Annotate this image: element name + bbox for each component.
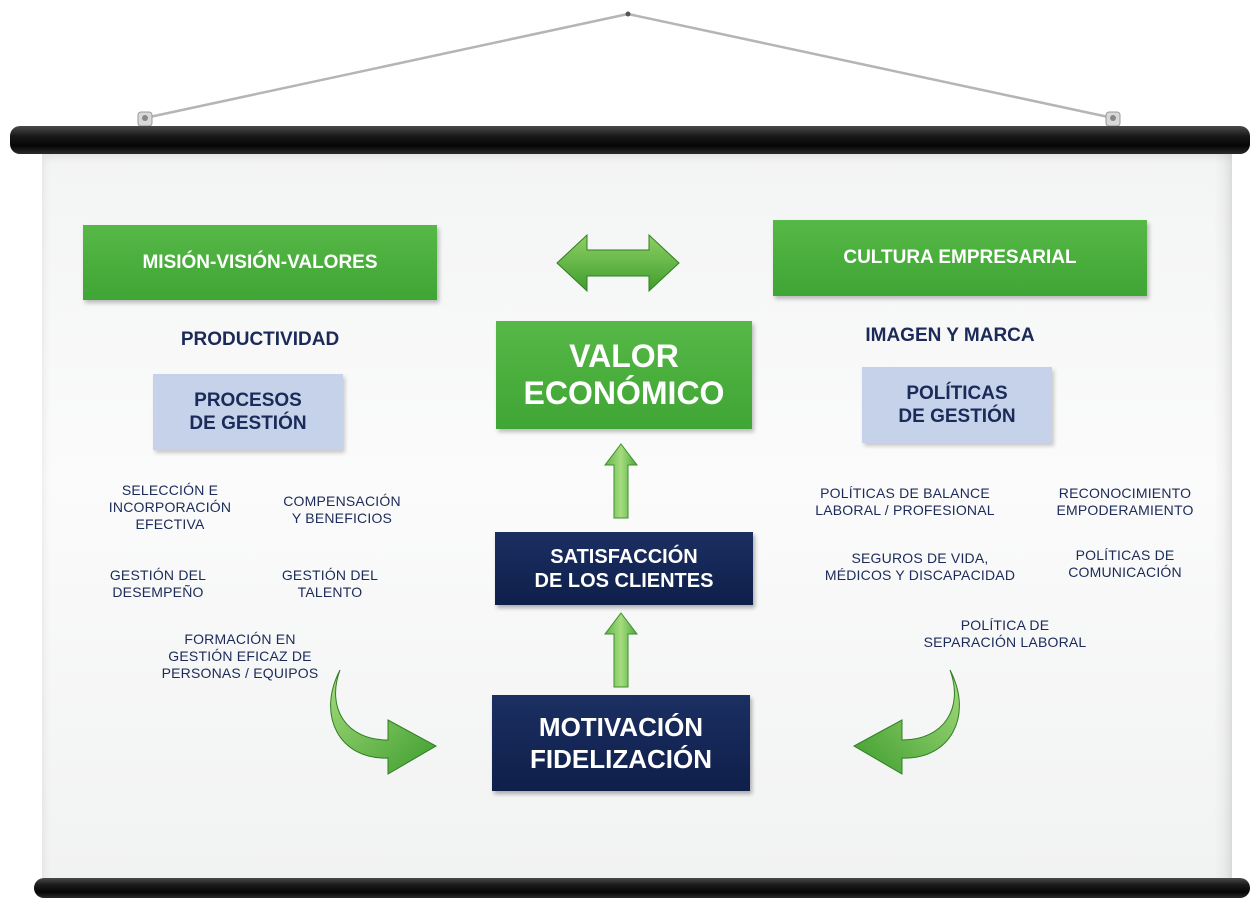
- curved-arrow-icon: [852, 669, 960, 775]
- satisfaccion-clientes-box: SATISFACCIÓN DE LOS CLIENTES: [495, 532, 753, 605]
- up-arrow-icon: [604, 443, 638, 519]
- mision-vision-valores-label: MISIÓN-VISIÓN-VALORES: [142, 251, 378, 273]
- motivacion-fidelizacion-box: MOTIVACIÓN FIDELIZACIÓN: [492, 695, 750, 791]
- satisfaccion-clientes-label: SATISFACCIÓN DE LOS CLIENTES: [534, 545, 714, 592]
- up-arrow-icon: [604, 612, 638, 688]
- curved-arrow-icon: [330, 669, 438, 775]
- left-item-compensacion: COMPENSACIÓN Y BENEFICIOS: [283, 493, 401, 526]
- politicas-de-gestion-label: POLÍTICAS DE GESTIÓN: [898, 383, 1016, 427]
- right-item-balance: POLÍTICAS DE BALANCE LABORAL / PROFESION…: [815, 485, 995, 518]
- mision-vision-valores-box: MISIÓN-VISIÓN-VALORES: [83, 225, 437, 300]
- cultura-empresarial-box: CULTURA EMPRESARIAL: [773, 220, 1147, 296]
- right-hook-icon: [1105, 111, 1121, 127]
- politicas-de-gestion-box: POLÍTICAS DE GESTIÓN: [862, 367, 1052, 443]
- imagen-y-marca-heading: IMAGEN Y MARCA: [865, 325, 1035, 346]
- procesos-de-gestion-box: PROCESOS DE GESTIÓN: [153, 374, 343, 450]
- valor-economico-box: VALOR ECONÓMICO: [496, 321, 752, 429]
- productividad-heading: PRODUCTIVIDAD: [180, 329, 340, 350]
- right-item-comunicacion: POLÍTICAS DE COMUNICACIÓN: [1068, 547, 1182, 580]
- top-bar: [10, 126, 1250, 154]
- left-item-talento: GESTIÓN DEL TALENTO: [281, 567, 379, 600]
- left-item-formacion: FORMACIÓN EN GESTIÓN EFICAZ DE PERSONAS …: [161, 631, 319, 681]
- double-arrow-icon: [556, 233, 680, 293]
- left-item-seleccion: SELECCIÓN E INCORPORACIÓN EFECTIVA: [108, 482, 232, 532]
- motivacion-fidelizacion-label: MOTIVACIÓN FIDELIZACIÓN: [530, 712, 712, 774]
- right-item-seguros: SEGUROS DE VIDA, MÉDICOS Y DISCAPACIDAD: [824, 550, 1016, 583]
- cultura-empresarial-label: CULTURA EMPRESARIAL: [843, 247, 1077, 268]
- right-item-reconocimiento: RECONOCIMIENTO EMPODERAMIENTO: [1056, 485, 1194, 518]
- right-item-separacion: POLÍTICA DE SEPARACIÓN LABORAL: [923, 617, 1087, 650]
- left-item-desempeno: GESTIÓN DEL DESEMPEÑO: [109, 567, 207, 600]
- procesos-de-gestion-label: PROCESOS DE GESTIÓN: [189, 390, 307, 434]
- left-hook-icon: [137, 111, 153, 127]
- bottom-bar: [34, 878, 1250, 898]
- valor-economico-label: VALOR ECONÓMICO: [523, 338, 725, 411]
